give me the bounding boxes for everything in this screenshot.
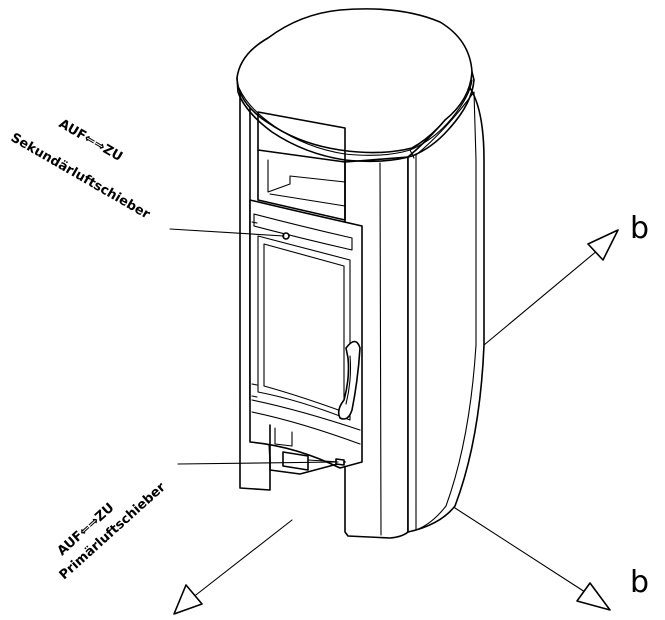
door-lower-band bbox=[251, 399, 361, 431]
secondary-arrows-label: AUF⇐⇒ZU bbox=[56, 116, 125, 164]
stove-top-seam bbox=[409, 149, 415, 159]
stove-top-rim-inner bbox=[238, 79, 473, 156]
arrow-lower-left-shaft bbox=[191, 519, 293, 599]
upper-niche bbox=[257, 149, 346, 221]
arrow-upper-right-shaft bbox=[483, 249, 599, 346]
upper-niche-shelf bbox=[269, 193, 346, 207]
door-hinge-mid bbox=[251, 383, 258, 386]
door-handle bbox=[337, 340, 361, 420]
stove-side-panel-edge bbox=[415, 91, 477, 531]
dimension-label-upper: b bbox=[630, 211, 649, 246]
primary-slider bbox=[282, 451, 309, 471]
door-glass-outer bbox=[257, 235, 351, 421]
secondary-slider-label: Sekundärluftschieber bbox=[8, 130, 153, 222]
primary-leader-line bbox=[177, 461, 339, 465]
arrow-lower-left-head bbox=[173, 584, 203, 615]
ash-area bbox=[269, 424, 346, 475]
arrow-upper-right-head bbox=[587, 229, 619, 261]
arrow-lower-right-head bbox=[576, 582, 611, 611]
door-hinge-top bbox=[251, 221, 258, 224]
arrow-lower-right-shaft bbox=[454, 507, 586, 593]
door-hinge-low bbox=[251, 395, 258, 398]
stove-top-rim bbox=[236, 71, 475, 163]
door-top-band bbox=[253, 213, 353, 251]
stove-right-column-inner bbox=[379, 162, 382, 536]
ash-area-inner bbox=[274, 427, 293, 447]
dimension-label-lower: b bbox=[630, 565, 649, 600]
door-handle-inner bbox=[345, 355, 352, 405]
stove-door bbox=[249, 199, 363, 469]
upper-niche-inner bbox=[267, 159, 346, 193]
secondary-leader-line bbox=[169, 228, 285, 237]
stove-top-cover bbox=[236, 8, 473, 154]
stove-side-panel bbox=[407, 87, 485, 533]
door-lower-band-2 bbox=[251, 411, 361, 445]
